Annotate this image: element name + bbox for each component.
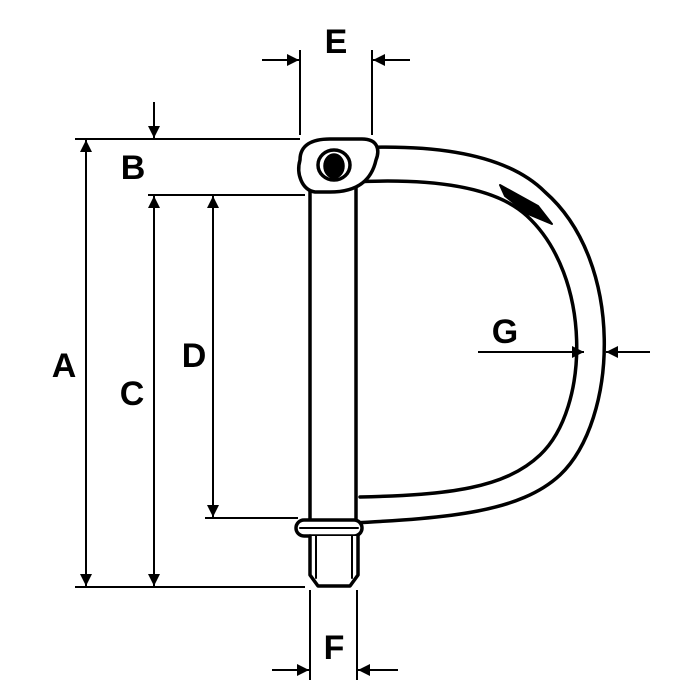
pin-tip [308,534,360,588]
pin-head [297,137,380,194]
pin-shaft [308,186,358,524]
wire-bow [350,145,607,525]
label-a: A [52,347,77,385]
label-b: B [121,149,146,187]
label-d: D [182,337,207,375]
lynch-pin-part [294,137,607,588]
pin-collar [294,518,364,538]
label-f: F [324,629,345,667]
extension-lines [75,50,373,680]
label-c: C [120,375,145,413]
dimension-labels: A B C D E F G [52,23,519,667]
label-e: E [325,23,348,61]
dimension-lines [80,54,650,676]
label-g: G [492,313,518,351]
